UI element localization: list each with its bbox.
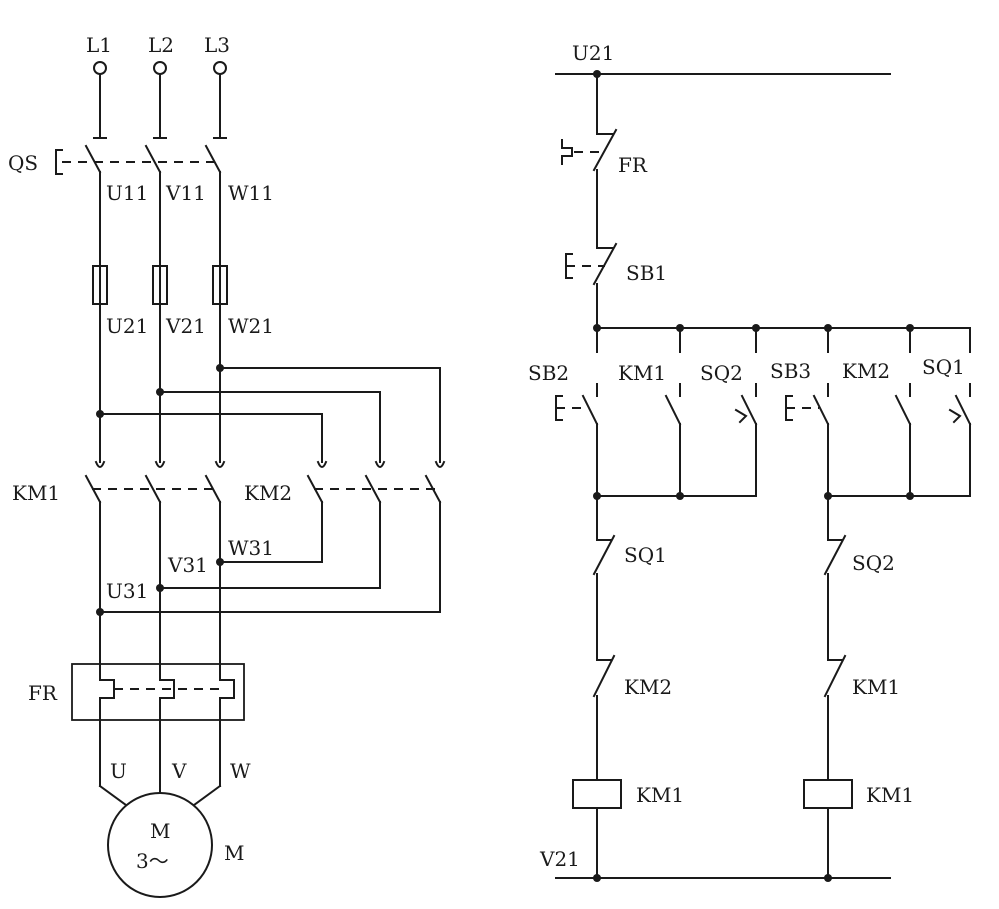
- label-km1-hold: KM1: [618, 361, 666, 385]
- sq1-limit-switch: [948, 383, 972, 497]
- reverse-return-wires: [96, 501, 441, 616]
- label-w21: W21: [228, 314, 274, 338]
- switch-qs: QS: [8, 144, 222, 267]
- contactor-km2-main: KM2: [244, 460, 446, 505]
- label-l1: L1: [86, 33, 112, 57]
- reverse-feed-wires: [96, 364, 441, 463]
- contactor-km1-main: KM1: [12, 460, 226, 505]
- label-v11: V11: [165, 181, 206, 205]
- label-v31: V31: [167, 553, 208, 577]
- label-top-rail: U21: [572, 41, 614, 65]
- motor-symbol-top: M: [150, 819, 170, 843]
- motor-icon: [107, 792, 213, 898]
- label-sb2: SB2: [528, 361, 569, 385]
- label-km2-hold: KM2: [842, 359, 890, 383]
- overload-relay-fr: FR: [28, 663, 245, 721]
- fuses: [92, 259, 228, 311]
- sb1-stop-button: SB1: [565, 242, 667, 329]
- label-km2-interlock: KM2: [624, 675, 672, 699]
- label-sb3: SB3: [770, 359, 811, 383]
- label-fr-control: FR: [618, 153, 648, 177]
- label-sq2-interlock: SQ2: [852, 551, 895, 575]
- limit-cam-icon: [734, 408, 748, 424]
- sb2-start-button: [555, 383, 599, 497]
- label-coil-reverse: KM1: [866, 783, 914, 807]
- qs-handle-icon: [55, 149, 63, 175]
- label-sb1: SB1: [626, 261, 667, 285]
- sq2-limit-switch: [734, 383, 758, 497]
- label-u21: U21: [106, 314, 148, 338]
- thermal-element-icon: [561, 139, 573, 165]
- km1-hold-contact: [664, 383, 682, 497]
- motor-label: M: [224, 841, 244, 865]
- label-sq2-parallel: SQ2: [700, 361, 743, 385]
- label-u: U: [110, 759, 127, 783]
- label-w: W: [230, 759, 251, 783]
- label-l2: L2: [148, 33, 174, 57]
- label-l3: L3: [204, 33, 230, 57]
- limit-cam-icon: [948, 408, 962, 424]
- control-circuit: U21 FR SB1: [528, 41, 972, 882]
- terminal-l2: [153, 61, 167, 75]
- label-km1-main: KM1: [12, 481, 60, 505]
- label-sq1-interlock: SQ1: [624, 543, 667, 567]
- coil-km1-reverse: [803, 779, 853, 809]
- terminal-l3: [213, 61, 227, 75]
- label-u31: U31: [106, 579, 148, 603]
- label-fr-power: FR: [28, 681, 58, 705]
- label-sq1-parallel: SQ1: [922, 355, 965, 379]
- motor-symbol-bottom: 3～: [136, 849, 169, 873]
- label-v21: V21: [165, 314, 206, 338]
- label-km1-interlock: KM1: [852, 675, 900, 699]
- coil-km1-forward: [572, 779, 622, 809]
- supply-terminals: L1 L2 L3: [86, 33, 230, 139]
- sb3-start-button: [785, 383, 830, 497]
- reverse-branch-chain: SQ2 KM1 KM1: [803, 495, 914, 879]
- label-w31: W31: [228, 536, 274, 560]
- terminal-l1: [93, 61, 107, 75]
- label-coil-forward: KM1: [636, 783, 684, 807]
- label-w11: W11: [228, 181, 274, 205]
- label-u11: U11: [106, 181, 148, 205]
- power-circuit: L1 L2 L3 QS U11 V11 W11: [8, 33, 446, 898]
- km2-hold-contact: [894, 383, 912, 497]
- fr-nc-contact: FR: [561, 73, 648, 249]
- motor: M 3～ M: [98, 784, 244, 898]
- label-qs: QS: [8, 151, 38, 175]
- label-v: V: [171, 759, 187, 783]
- label-bottom-rail: V21: [539, 847, 580, 871]
- label-km2-main: KM2: [244, 481, 292, 505]
- forward-branch-chain: SQ1 KM2 KM1: [572, 495, 684, 879]
